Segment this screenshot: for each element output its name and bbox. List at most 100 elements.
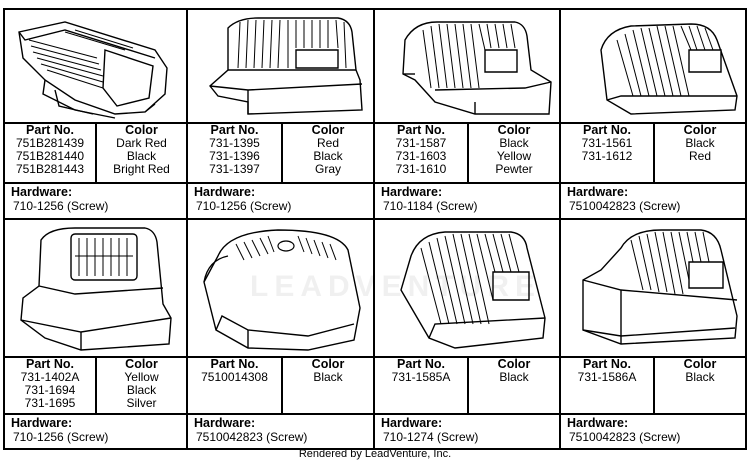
table-col-divider <box>467 122 469 183</box>
part-number: 731-1396 <box>209 149 260 163</box>
grid-divider <box>373 10 375 448</box>
table-col-divider <box>281 122 283 183</box>
hardware-label: Hardware: <box>567 185 629 199</box>
part-number: 731-1585A <box>391 370 451 384</box>
hardware-value: 710-1274 (Screw) <box>383 430 479 444</box>
color-column: Color Black <box>469 358 559 384</box>
color-column: Color Black Red <box>655 124 745 163</box>
part-number: 731-1397 <box>209 162 260 176</box>
color-value: Yellow <box>496 149 532 163</box>
part-number: 731-1694 <box>24 383 76 397</box>
color-value: Black <box>499 136 529 150</box>
color-value: Black <box>126 383 157 397</box>
hardware-label: Hardware: <box>11 416 73 430</box>
part-cell-5 <box>5 220 186 356</box>
color-value: Black <box>499 370 529 384</box>
hardware-value: 710-1256 (Screw) <box>196 199 292 213</box>
table-col-divider <box>653 356 655 414</box>
color-header: Color <box>497 357 531 371</box>
hardware-block-1: Hardware: 710-1256 (Screw) <box>11 185 108 213</box>
hardware-value: 7510042823 (Screw) <box>569 199 681 213</box>
hardware-block-5: Hardware: 710-1256 (Screw) <box>11 416 108 444</box>
hardware-label: Hardware: <box>567 416 629 430</box>
engine-cover-illustration-4 <box>561 10 745 122</box>
part-number-column: Part No. 731-1585A <box>375 358 467 384</box>
part-number: 731-1402A <box>20 370 80 384</box>
grid-divider <box>5 218 745 220</box>
hardware-block-4: Hardware: 7510042823 (Screw) <box>567 185 680 213</box>
hardware-value: 710-1256 (Screw) <box>13 430 109 444</box>
engine-cover-illustration-2 <box>188 10 373 122</box>
table-bottom-line <box>5 182 745 184</box>
engine-cover-illustration-8 <box>561 220 745 356</box>
part-header: Part No. <box>26 357 74 371</box>
part-header: Part No. <box>397 357 445 371</box>
engine-cover-illustration-5 <box>5 220 186 356</box>
color-value: Pewter <box>495 162 533 176</box>
part-number: 731-1587 <box>395 136 447 150</box>
hardware-block-2: Hardware: 710-1256 (Screw) <box>194 185 291 213</box>
part-number: 751B281443 <box>15 162 85 176</box>
part-number-column: Part No. 751B281439 751B281440 751B28144… <box>5 124 95 176</box>
color-value: Gray <box>314 162 341 176</box>
grid-divider <box>559 10 561 448</box>
part-number-column: Part No. 731-1395 731-1396 731-1397 <box>188 124 281 176</box>
part-number-column: Part No. 731-1402A 731-1694 731-1695 <box>5 358 95 410</box>
part-cell-4 <box>561 10 745 122</box>
color-value: Red <box>316 136 339 150</box>
hardware-block-6: Hardware: 7510042823 (Screw) <box>194 416 307 444</box>
color-column: Color Dark Red Black Bright Red <box>97 124 186 176</box>
color-value: Black <box>126 149 157 163</box>
part-number: 731-1395 <box>209 136 260 150</box>
part-number: 731-1610 <box>395 162 447 176</box>
part-number: 751B281439 <box>15 136 85 150</box>
footer-credit: Rendered by LeadVenture, Inc. <box>298 448 452 460</box>
hardware-block-3: Hardware: 710-1184 (Screw) <box>381 185 478 213</box>
part-number-column: Part No. 731-1586A <box>561 358 653 384</box>
color-header: Color <box>497 123 531 137</box>
part-header: Part No. <box>210 357 259 371</box>
engine-cover-illustration-1 <box>5 10 186 122</box>
part-cell-1 <box>5 10 186 218</box>
color-value: Black <box>313 370 343 384</box>
part-number: 731-1603 <box>395 149 447 163</box>
part-header: Part No. <box>583 123 631 137</box>
part-number-column: Part No. 7510014308 <box>188 358 281 384</box>
hardware-label: Hardware: <box>381 185 443 199</box>
color-value: Red <box>688 149 711 163</box>
engine-cover-illustration-7 <box>375 220 559 356</box>
color-header: Color <box>125 123 158 137</box>
hardware-value: 710-1256 (Screw) <box>13 199 109 213</box>
color-value: Black <box>685 136 715 150</box>
table-col-divider <box>653 122 655 183</box>
hardware-label: Hardware: <box>381 416 443 430</box>
engine-cover-illustration-3 <box>375 10 559 122</box>
color-value: Black <box>685 370 715 384</box>
hardware-value: 710-1184 (Screw) <box>383 199 478 213</box>
part-cell-3 <box>375 10 559 122</box>
table-col-divider <box>281 356 283 414</box>
color-header: Color <box>311 123 345 137</box>
color-header: Color <box>683 357 717 371</box>
color-header: Color <box>683 123 717 137</box>
table-col-divider <box>467 356 469 414</box>
table-bottom-line <box>5 413 745 415</box>
color-value: Bright Red <box>113 162 170 176</box>
color-column: Color Black Yellow Pewter <box>469 124 559 176</box>
hardware-value: 7510042823 (Screw) <box>569 430 681 444</box>
hardware-label: Hardware: <box>194 416 256 430</box>
part-cell-7 <box>375 220 559 356</box>
parts-grid: Part No. 751B281439 751B281440 751B28144… <box>3 8 747 450</box>
hardware-block-7: Hardware: 710-1274 (Screw) <box>381 416 478 444</box>
part-number: 7510014308 <box>201 370 268 384</box>
part-number: 731-1612 <box>581 149 633 163</box>
grid-divider <box>186 10 188 448</box>
table-top-line <box>5 122 745 124</box>
engine-cover-illustration-6 <box>188 220 373 356</box>
part-number: 731-1561 <box>581 136 633 150</box>
part-header: Part No. <box>26 123 74 137</box>
table-col-divider <box>95 356 97 414</box>
color-column: Color Yellow Black Silver <box>97 358 186 410</box>
hardware-value: 7510042823 (Screw) <box>196 430 308 444</box>
color-header: Color <box>311 357 345 371</box>
